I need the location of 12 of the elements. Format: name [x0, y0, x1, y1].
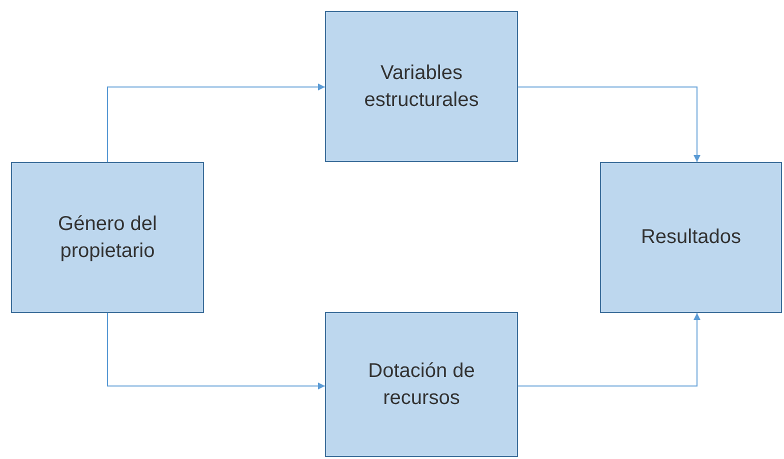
arrow: [107, 84, 326, 162]
process-box: [325, 11, 518, 162]
process-box: [325, 312, 518, 457]
process-box: [600, 162, 782, 313]
node-label: Género del propietario: [57, 212, 158, 264]
arrow: [518, 86, 700, 162]
arrow: [107, 312, 326, 390]
node-label: Dotación de recursos: [367, 358, 476, 410]
node-label: Variables estructurales: [363, 60, 480, 112]
process-box: [11, 162, 204, 313]
node-label: Resultados: [640, 225, 742, 250]
arrow: [518, 312, 700, 386]
